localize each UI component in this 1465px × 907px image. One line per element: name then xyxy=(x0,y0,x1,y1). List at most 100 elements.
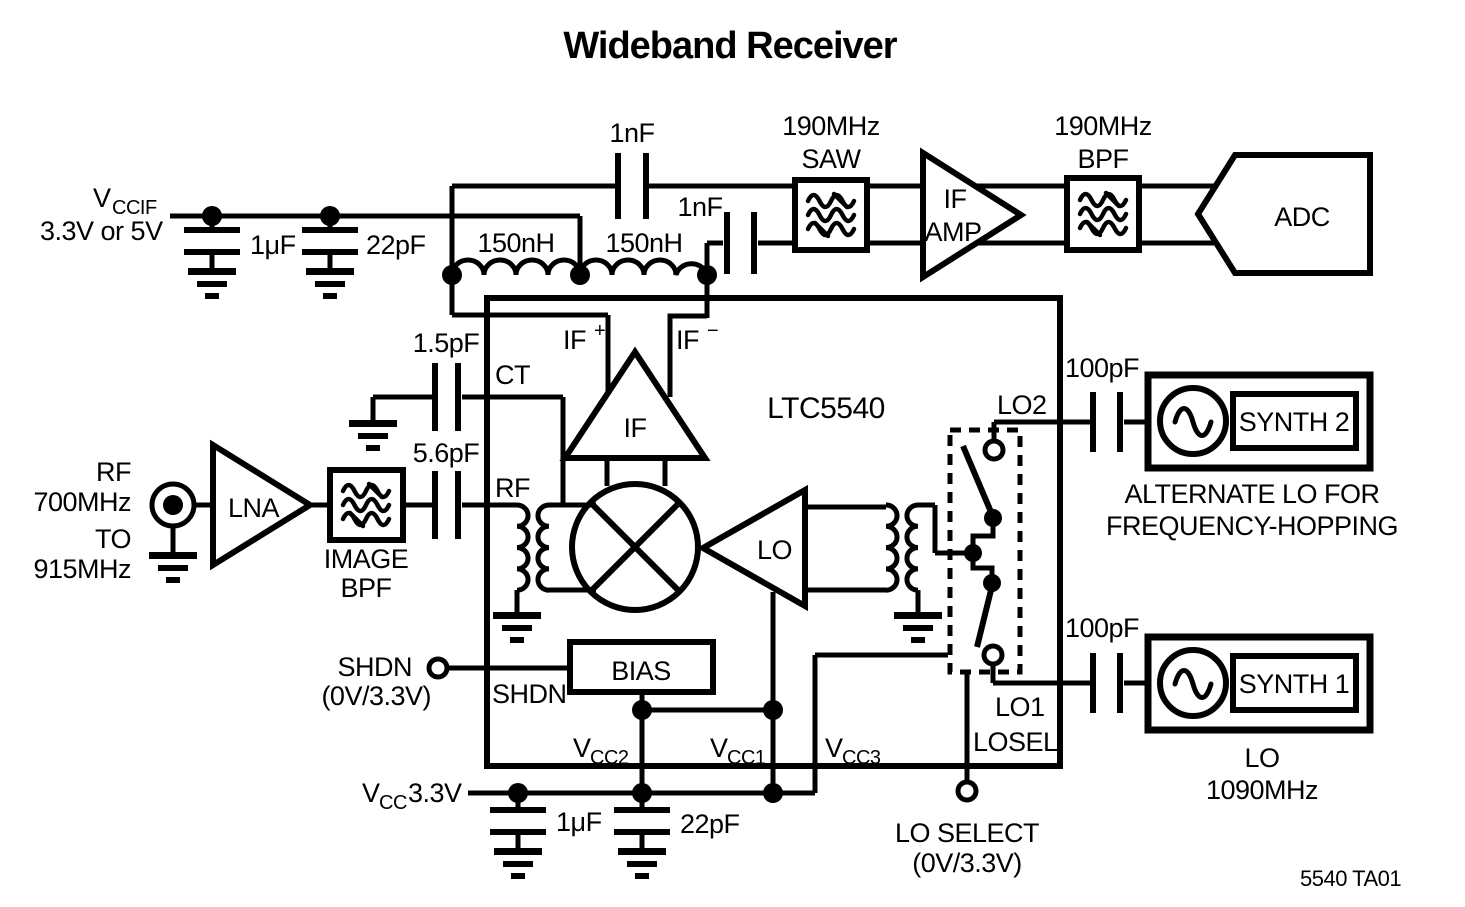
bias-label: BIAS xyxy=(611,656,671,686)
lna-label: LNA xyxy=(228,493,280,523)
chip-name: LTC5540 xyxy=(767,392,885,425)
adc-label: ADC xyxy=(1274,202,1330,232)
rf-input-line4: 915MHz xyxy=(33,554,131,584)
inductor-150nH-1 xyxy=(449,257,583,276)
image-bpf-label-1: IMAGE xyxy=(324,544,409,574)
inductors xyxy=(449,257,919,593)
cap-vccif-1uF xyxy=(184,227,240,255)
cap-label-22pF: 22pF xyxy=(366,230,426,260)
alt-lo-caption-1: ALTERNATE LO FOR xyxy=(1124,479,1379,509)
if-amp-label-1: IF xyxy=(944,184,967,214)
vccif-label: V xyxy=(93,183,111,213)
cap-100pF-lo1 xyxy=(1090,653,1123,713)
rf-input-line2: 700MHz xyxy=(33,487,131,517)
rf-connector-pin xyxy=(163,495,183,515)
figure-note: 5540 TA01 xyxy=(1300,866,1401,891)
inductor-150nH-2 xyxy=(577,257,710,276)
shdn-terminal xyxy=(426,656,450,680)
cap-label-1nF-top: 1nF xyxy=(609,118,654,148)
oscillator-icon xyxy=(1160,388,1226,454)
switch-contact-lo1 xyxy=(981,643,1005,667)
lo-select-label: LO SELECT xyxy=(895,818,1039,848)
cap-1p5pF xyxy=(432,363,461,431)
lo-amp-triangle xyxy=(696,484,808,612)
cap-5p6pF xyxy=(432,471,461,539)
capacitors xyxy=(184,153,1123,835)
pin-if-plus-sign: + xyxy=(594,320,605,342)
bpf-label-freq: 190MHz xyxy=(1054,111,1152,141)
rf-input-line3: TO xyxy=(95,524,131,554)
vcc-sub: CC xyxy=(379,792,407,814)
wire-mixer-to-ifamp xyxy=(604,458,668,486)
rf-balun-secondary xyxy=(535,502,550,593)
grounds xyxy=(149,268,942,879)
rf-input-line1: RF xyxy=(96,457,131,487)
pin-if-minus-sign: − xyxy=(707,320,718,342)
synth2-inner-box xyxy=(1230,391,1359,451)
pin-vcc2-sub: CC2 xyxy=(590,747,629,769)
lo-switch-box xyxy=(947,427,1023,675)
pin-vcc2: V xyxy=(573,733,591,763)
cap-label-1nF-bottom: 1nF xyxy=(677,192,722,222)
lo-amp-label: LO xyxy=(757,535,792,565)
ground-icon xyxy=(494,848,542,879)
cap-label-100pF-lo1: 100pF xyxy=(1065,613,1139,643)
if-amp-triangle xyxy=(920,147,1027,283)
ground-icon xyxy=(188,268,236,299)
bpf-label: BPF xyxy=(1077,144,1128,174)
vcc-label: V xyxy=(362,778,380,808)
synth1-inner-box xyxy=(1230,653,1359,713)
ground-icon xyxy=(149,552,197,583)
inductor-label-1: 150nH xyxy=(477,228,554,258)
inductor-label-2: 150nH xyxy=(605,228,682,258)
pin-losel: LOSEL xyxy=(973,727,1058,757)
lo-balun-primary xyxy=(885,502,900,593)
cap-vcc-1uF xyxy=(490,807,546,835)
wire-lo-balun-out xyxy=(915,502,973,612)
wire-bpf-to-adc xyxy=(1139,183,1223,246)
ground-icon xyxy=(493,612,541,643)
lna-triangle xyxy=(210,439,316,571)
switch-arm-bottom xyxy=(974,585,995,648)
synth2-label: SYNTH 2 xyxy=(1239,407,1350,437)
pin-lo1: LO1 xyxy=(995,692,1045,722)
vcc-value: 3.3V xyxy=(408,778,462,808)
pin-ct: CT xyxy=(495,360,530,390)
lo-balun-secondary xyxy=(904,502,919,593)
ground-icon xyxy=(306,268,354,299)
switch-contact-lo2 xyxy=(982,438,1006,462)
cap-label-1p5pF: 1.5pF xyxy=(413,328,480,358)
shdn-levels: (0V/3.3V) xyxy=(321,681,431,711)
if-amp-internal-triangle xyxy=(559,346,711,461)
synth1-label: SYNTH 1 xyxy=(1239,669,1350,699)
bias-box xyxy=(567,639,716,695)
adc-block xyxy=(1194,152,1373,276)
wire-if-minus-into-chip xyxy=(667,313,707,397)
lo-select-levels: (0V/3.3V) xyxy=(912,848,1022,878)
pin-if-minus: IF xyxy=(676,325,699,355)
wire-vcc2-bias xyxy=(639,692,773,793)
image-bpf-label-2: BPF xyxy=(340,573,391,603)
pin-if-plus: IF xyxy=(563,325,586,355)
pin-rf: RF xyxy=(495,473,530,503)
mixer-icon xyxy=(569,481,701,613)
shdn-label: SHDN xyxy=(337,652,412,682)
cap-100pF-lo2 xyxy=(1090,392,1123,452)
cap-vcc-22pF xyxy=(614,807,670,835)
cap-label-vcc-1uF: 1μF xyxy=(556,807,602,837)
cap-label-1uF: 1μF xyxy=(250,230,296,260)
pin-vcc1: V xyxy=(710,733,728,763)
mixer-x xyxy=(588,500,682,594)
pin-vcc3-sub: CC3 xyxy=(842,747,881,769)
pin-vcc3: V xyxy=(825,733,843,763)
oscillator-icon xyxy=(1160,650,1226,716)
pin-lo2: LO2 xyxy=(997,390,1047,420)
if-amp-label-2: AMP xyxy=(924,217,981,247)
cap-1nF-bottom xyxy=(724,212,757,274)
switch-arm-top xyxy=(960,444,994,514)
vccif-value: 3.3V or 5V xyxy=(40,216,163,246)
wire-if-plus-into-chip xyxy=(452,312,611,395)
lo-caption-2: 1090MHz xyxy=(1206,775,1318,805)
alt-lo-caption-2: FREQUENCY-HOPPING xyxy=(1106,511,1398,541)
